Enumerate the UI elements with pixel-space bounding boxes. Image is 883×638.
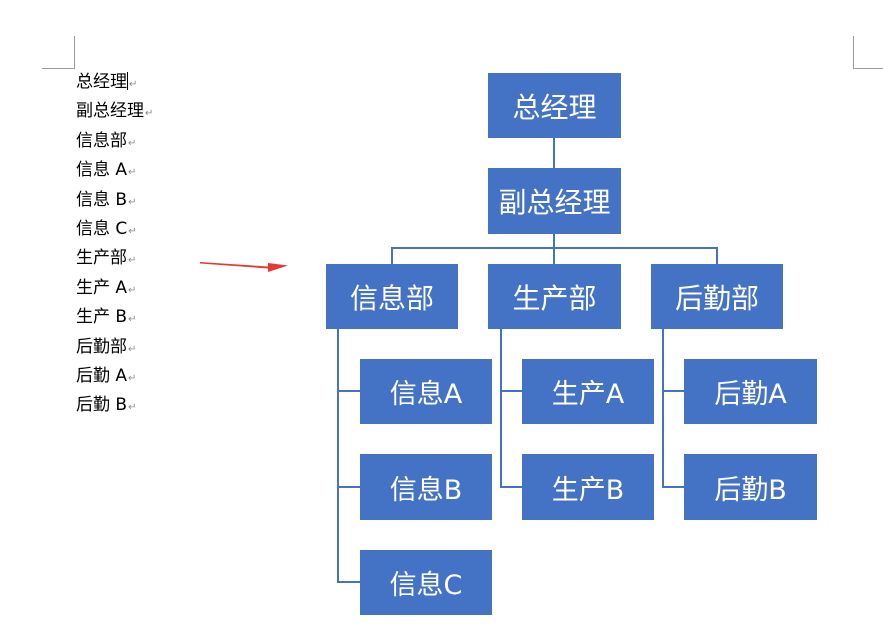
- connector-logistics-a: [662, 390, 684, 392]
- outline-line[interactable]: 副总经理↵: [76, 101, 154, 122]
- paragraph-mark-icon: ↵: [128, 284, 137, 296]
- paragraph-mark-icon: ↵: [128, 314, 137, 326]
- connector-production-b: [500, 486, 522, 488]
- page-corner-mark-right: [853, 36, 883, 69]
- outline-line[interactable]: 生产 B↵: [76, 307, 137, 328]
- paragraph-mark-icon: ↵: [129, 79, 138, 90]
- paragraph-mark-icon: ↵: [128, 402, 137, 414]
- connector-logistics-b: [662, 486, 684, 488]
- paragraph-mark-icon: ↵: [128, 372, 137, 384]
- conversion-arrow-icon: [200, 262, 288, 272]
- connector-to-dept-logistics: [716, 247, 718, 264]
- connector-logistics-members: [662, 329, 664, 488]
- outline-text-list[interactable]: 总经理↵ 副总经理↵ 信息部↵ 信息 A↵ 信息 B↵ 信息 C↵ 生产部↵ 生…: [76, 68, 153, 421]
- org-node-production-b[interactable]: 生产B: [522, 454, 654, 520]
- connector-root-assistant: [553, 138, 555, 168]
- connector-info-members: [337, 329, 339, 583]
- paragraph-mark-icon: ↵: [128, 137, 137, 149]
- connector-info-a: [337, 390, 360, 392]
- outline-line[interactable]: 后勤 A↵: [76, 365, 137, 386]
- outline-line[interactable]: 信息 B↵: [76, 189, 137, 210]
- org-node-logistics-a[interactable]: 后勤A: [684, 359, 817, 424]
- paragraph-mark-icon: ↵: [128, 343, 137, 355]
- outline-line[interactable]: 生产 A↵: [76, 277, 137, 298]
- outline-line[interactable]: 信息 A↵: [76, 160, 137, 181]
- paragraph-mark-icon: ↵: [128, 167, 137, 179]
- connector-production-members: [500, 329, 502, 488]
- outline-line[interactable]: 总经理↵: [76, 72, 138, 92]
- text-cursor: [127, 72, 128, 90]
- connector-to-dept-info: [391, 247, 393, 264]
- org-node-info-a[interactable]: 信息A: [360, 359, 492, 424]
- paragraph-mark-icon: ↵: [128, 196, 137, 208]
- connector-production-a: [500, 390, 522, 392]
- org-node-info-c[interactable]: 信息C: [360, 550, 492, 615]
- org-node-logistics-b[interactable]: 后勤B: [684, 454, 817, 520]
- outline-line[interactable]: 生产部↵: [76, 248, 137, 269]
- paragraph-mark-icon: ↵: [128, 255, 137, 267]
- org-node-info-b[interactable]: 信息B: [360, 454, 492, 520]
- connector-info-b: [337, 486, 360, 488]
- org-node-dept-logistics[interactable]: 后勤部: [651, 264, 783, 329]
- org-node-dept-production[interactable]: 生产部: [488, 264, 621, 329]
- connector-to-dept-production: [553, 247, 555, 264]
- outline-line[interactable]: 信息 C↵: [76, 218, 137, 239]
- paragraph-mark-icon: ↵: [145, 108, 154, 120]
- outline-line[interactable]: 信息部↵: [76, 130, 137, 151]
- page-corner-mark-left: [42, 36, 75, 69]
- connector-info-c: [337, 581, 360, 583]
- outline-line[interactable]: 后勤 B↵: [76, 395, 137, 416]
- outline-line[interactable]: 后勤部↵: [76, 336, 137, 357]
- org-node-root[interactable]: 总经理: [488, 73, 621, 138]
- org-node-dept-info[interactable]: 信息部: [326, 264, 458, 329]
- org-node-assistant[interactable]: 副总经理: [488, 168, 621, 234]
- paragraph-mark-icon: ↵: [128, 225, 137, 237]
- org-node-production-a[interactable]: 生产A: [522, 359, 654, 424]
